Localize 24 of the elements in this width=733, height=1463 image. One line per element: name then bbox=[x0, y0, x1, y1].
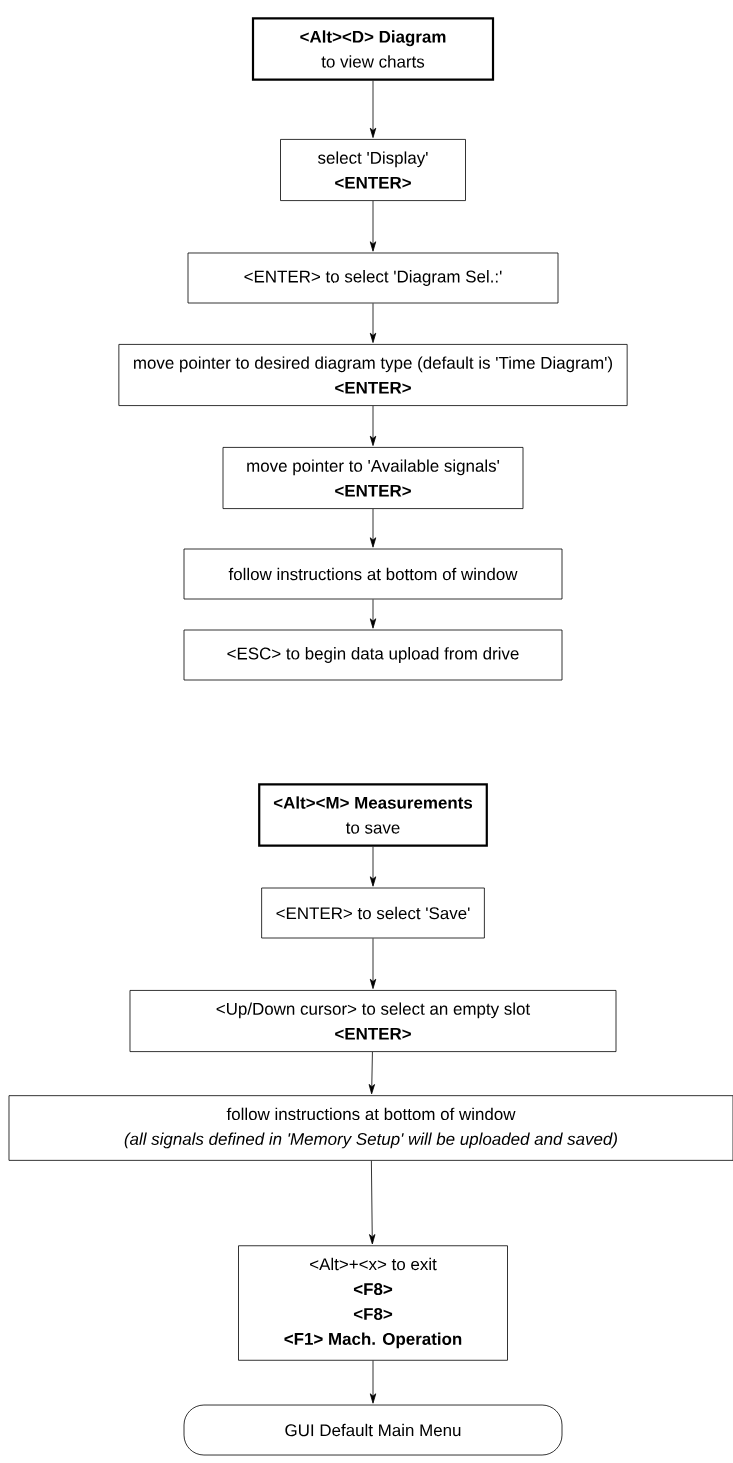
arrow bbox=[369, 1160, 376, 1245]
arrow bbox=[369, 508, 377, 548]
process-box: move pointer to desired diagram type (default is 'Time Diagram') <ENTER> bbox=[118, 344, 628, 406]
arrow bbox=[369, 846, 377, 887]
arrow bbox=[369, 303, 377, 343]
process-box: <Up/Down cursor> to select an empty slot <ENTER> bbox=[129, 990, 617, 1052]
arrow bbox=[369, 200, 377, 252]
process-box: select 'Display' <ENTER> bbox=[280, 139, 466, 201]
arrow bbox=[369, 599, 377, 629]
arrow bbox=[369, 1360, 377, 1404]
arrow bbox=[368, 1051, 375, 1095]
process-box: follow instructions at bottom of window (all signals defined in 'Memory Setup' will be uploaded and saved) bbox=[8, 1095, 733, 1161]
terminal-box: GUI Default Main Menu bbox=[183, 1404, 563, 1456]
process-box: <ENTER> to select 'Save' bbox=[261, 887, 485, 939]
process-box: move pointer to 'Available signals' <ENTER> bbox=[222, 447, 524, 509]
heading-box: <Alt><D> Diagram to view charts bbox=[251, 17, 495, 81]
process-box: <Alt>+<x> to exit <F8> <F8> <F1> Mach. Operation bbox=[238, 1245, 508, 1361]
arrow bbox=[369, 80, 377, 138]
arrow bbox=[369, 938, 377, 989]
arrow bbox=[369, 405, 377, 446]
process-box: <ENTER> to select 'Diagram Sel.:' bbox=[187, 252, 559, 304]
process-box: follow instructions at bottom of window bbox=[183, 548, 563, 600]
heading-box: <Alt><M> Measurements to save bbox=[258, 783, 488, 847]
process-box: <ESC> to begin data upload from drive bbox=[183, 629, 563, 681]
